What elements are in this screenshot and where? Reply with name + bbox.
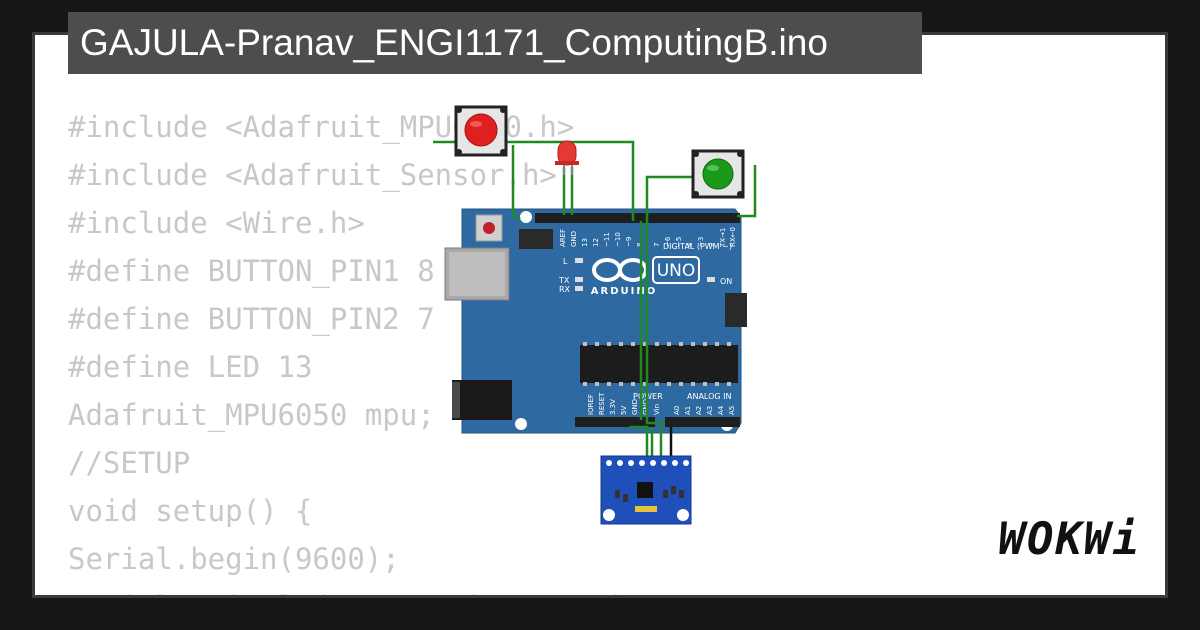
- digital-label: DIGITAL (PWM ~): [663, 242, 732, 251]
- mpu6050-sensor[interactable]: [600, 455, 692, 525]
- pin-label: A2: [695, 406, 703, 415]
- pin-label: A1: [684, 406, 692, 415]
- code-line: #include <Adafruit_Sensor.h>: [68, 158, 557, 192]
- pin-label: ~6: [664, 236, 672, 247]
- pin-label: 7: [653, 243, 661, 247]
- pin-label: ~11: [603, 232, 611, 247]
- tx-label: TX: [558, 276, 570, 285]
- pin-label: TX→1: [719, 228, 727, 248]
- pin-label: RESET: [598, 392, 606, 415]
- pin-label: 12: [592, 238, 600, 247]
- analog-label: ANALOG IN: [687, 392, 732, 401]
- red-led[interactable]: [555, 140, 579, 175]
- pin-label: GND: [570, 231, 578, 247]
- code-line: Serial.println("Start the game");: [68, 583, 644, 595]
- code-line: Serial.begin(9600);: [68, 542, 400, 576]
- code-preview: #include <Adafruit_MPU6050.h> #include <A…: [68, 103, 644, 595]
- page-title: GAJULA-Pranav_ENGI1171_ComputingB.ino: [68, 12, 922, 74]
- pin-label: ~10: [614, 232, 622, 247]
- on-label: ON: [720, 277, 732, 286]
- wokwi-logo: WOKWi: [998, 514, 1141, 565]
- pin-label: ~5: [675, 237, 683, 247]
- pin-label: ~3: [697, 237, 705, 247]
- code-line: void setup() {: [68, 494, 313, 528]
- pin-label: 2: [708, 243, 716, 247]
- circuit-diagram: UNO ARDUINO ON L TX RX DIGITAL (PWM ~) P…: [433, 105, 757, 525]
- preview-card: #include <Adafruit_MPU6050.h> #include <A…: [35, 35, 1165, 595]
- pin-label: A5: [728, 406, 736, 415]
- code-line: #define BUTTON_PIN1 8: [68, 254, 435, 288]
- board-model: UNO: [657, 261, 696, 281]
- code-line: #include <Wire.h>: [68, 206, 365, 240]
- pin-label: RX←0: [729, 227, 737, 247]
- l-label: L: [563, 257, 568, 266]
- pin-label: 13: [581, 238, 589, 247]
- code-line: #include <Adafruit_MPU6050.h>: [68, 110, 575, 144]
- pin-label: A3: [706, 406, 714, 415]
- board-brand: ARDUINO: [591, 286, 657, 297]
- pin-label: AREF: [559, 229, 567, 247]
- pin-label: ~9: [625, 237, 633, 247]
- green-pushbutton[interactable]: [691, 149, 745, 199]
- red-pushbutton[interactable]: [454, 105, 508, 157]
- code-line: Adafruit_MPU6050 mpu;: [68, 398, 435, 432]
- pin-label: GND: [631, 399, 639, 415]
- code-line: #define BUTTON_PIN2 7: [68, 302, 435, 336]
- pin-label: Vin: [653, 404, 661, 415]
- pin-label: A4: [717, 405, 725, 415]
- pin-label: 4: [686, 242, 694, 247]
- arduino-uno-board[interactable]: UNO ARDUINO ON L TX RX DIGITAL (PWM ~) P…: [444, 208, 747, 434]
- code-line: //SETUP: [68, 446, 191, 480]
- pin-label: IOREF: [587, 394, 595, 415]
- pin-label: 3.3V: [609, 399, 617, 415]
- rx-label: RX: [559, 285, 571, 294]
- pin-label: A0: [673, 406, 681, 415]
- code-line: #define LED 13: [68, 350, 313, 384]
- pin-label: 5V: [620, 406, 628, 415]
